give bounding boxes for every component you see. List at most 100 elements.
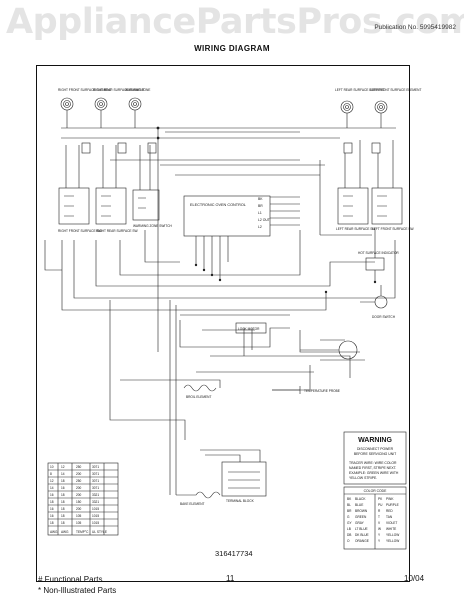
wire-table-cell: 18 (50, 500, 54, 504)
color-code-name: DK BLUE (355, 533, 369, 537)
color-code-abbr: O (347, 539, 350, 543)
wire-table-cell: 1015 (92, 507, 99, 511)
wire-table-cell: 200 (76, 507, 82, 511)
wire-table-cell: 18 (61, 514, 65, 518)
wire-table-cell: 250 (76, 465, 82, 469)
functional-parts-note: # Functional Parts (38, 575, 103, 584)
lr-element-coil (340, 100, 354, 114)
wire-table-cell: 3071 (92, 472, 99, 476)
wire-table-cell: 200 (76, 472, 82, 476)
color-code-name: BLACK (355, 497, 366, 501)
wire-table-cell: 14 (61, 472, 65, 476)
wire-table-cell: 10 (50, 465, 54, 469)
bake-element (176, 491, 221, 499)
color-code-title: COLOR CODE (364, 489, 388, 493)
color-code-name: BROWN (355, 509, 368, 513)
wire-table-cell: 18 (61, 521, 65, 525)
page-number: 11 (226, 574, 235, 583)
wire-table-cell: 250 (76, 479, 82, 483)
part-number: 316417734 (215, 549, 253, 558)
warning-box (343, 431, 407, 485)
eoc-box (183, 195, 271, 237)
bake-element-label: BAKE ELEMENT (180, 502, 204, 506)
color-code-abbr: BL (347, 503, 351, 507)
color-code-name: BLUE (355, 503, 363, 507)
warning-line: DISCONNECT POWER (357, 447, 394, 451)
lf-element-coil (374, 100, 388, 114)
wire-table-cell: 3321 (92, 493, 99, 497)
wire-table-cell: 18 (61, 507, 65, 511)
terminal-block-label: TERMINAL BLOCK (226, 499, 255, 503)
rr-element-label: RIGHT REAR SURFACE ELEMENT (93, 88, 145, 92)
lock-motor-label: LOCK MOTOR (238, 327, 260, 331)
wire-table-cell: 16 (50, 507, 54, 511)
lf-element-label: LEFT FRONT SURFACE ELEMENT (370, 88, 421, 92)
rf-element-coil (60, 97, 74, 111)
color-code-abbr: DB (347, 533, 351, 537)
color-code-abbr: T (378, 515, 380, 519)
broil-element-label: BROIL ELEMENT (186, 395, 211, 399)
wire-table-cell: 3321 (92, 500, 99, 504)
wire-table-cell: 3071 (92, 486, 99, 490)
wire-table-cell: 200 (76, 486, 82, 490)
wire-table-cell: 1015 (92, 514, 99, 518)
lf-switch-block (371, 187, 403, 225)
wire-table-cell: 18 (61, 493, 65, 497)
hot-surface-label: HOT SURFACE INDICATOR (358, 251, 399, 255)
wire-table-cell: 18 (50, 521, 54, 525)
color-code-abbr: BR (347, 509, 352, 513)
eoc-terminal-label: BK (258, 197, 263, 201)
color-code-abbr: GY (347, 521, 352, 525)
color-code-abbr: W (378, 527, 381, 531)
wire-table-cell: 18 (61, 479, 65, 483)
wire-table-cell: 12 (61, 465, 65, 469)
lr-element-label: LEFT REAR SURFACE ELEMENT (335, 88, 384, 92)
color-code-abbr: LB (347, 527, 351, 531)
rr-switch-block (95, 187, 127, 225)
color-code-name: PURPLE (386, 503, 399, 507)
diagram-frame (36, 65, 410, 582)
warning-line: BEFORE SERVICING UNIT (354, 452, 396, 456)
wire-table-header: UL STYLE (92, 530, 107, 534)
color-code-abbr: G (347, 515, 350, 519)
warming-zone-coil (128, 97, 142, 111)
color-code-name: TAN (386, 515, 393, 519)
color-code-abbr: Y (378, 539, 381, 543)
color-code-abbr: PK (378, 497, 383, 501)
eoc-terminal-label: BR (258, 204, 263, 208)
eoc-label: ELECTRONIC OVEN CONTROL (190, 203, 246, 207)
warning-note: YELLOW STRIPE. (349, 476, 377, 480)
lock-motor (235, 322, 267, 334)
color-code-name: VIOLET (386, 521, 397, 525)
color-code-name: YELLOW (386, 539, 399, 543)
wire-table-cell: 105 (76, 514, 82, 518)
page-title: WIRING DIAGRAM (194, 44, 270, 53)
color-code-name: LT BLUE (355, 527, 368, 531)
revision-date: 10/04 (404, 574, 425, 583)
eoc-terminal-label: L2 (258, 225, 262, 229)
wire-table-cell: 150 (76, 500, 82, 504)
wire-table-grid (47, 462, 119, 536)
color-code-abbr: Y (378, 533, 381, 537)
wire-table-cell: 3071 (92, 479, 99, 483)
wire-table-cell: 18 (61, 500, 65, 504)
rf-switch-block (58, 187, 90, 225)
wz-switch-label: WARMING ZONE SWITCH (133, 224, 173, 228)
rr-element-coil (94, 97, 108, 111)
color-code-abbr: V (378, 521, 381, 525)
warming-zone-label: WARMING ZONE (125, 88, 150, 92)
rr-switch-label: RIGHT REAR SURFACE SW. (96, 229, 138, 233)
color-code-name: GREEN (355, 515, 367, 519)
warning-note: NAMED FIRST, STRIPE NEXT. (349, 466, 396, 470)
warning-note: EXAMPLE: GREEN WIRE WITH (349, 471, 399, 475)
wire-table-cell: 200 (76, 493, 82, 497)
lr-switch-block (337, 187, 369, 225)
broil-element (183, 384, 217, 392)
wire-table-cell: 12 (50, 479, 54, 483)
terminal-block (221, 461, 267, 497)
lr-switch-label: LEFT REAR SURFACE SW. (336, 227, 376, 231)
color-code-name: RED (386, 509, 393, 513)
warning-note: TRACER WIRE: WIRE COLOR (349, 461, 397, 465)
color-code-abbr: BK (347, 497, 352, 501)
wire-table-cell: 8 (50, 472, 52, 476)
